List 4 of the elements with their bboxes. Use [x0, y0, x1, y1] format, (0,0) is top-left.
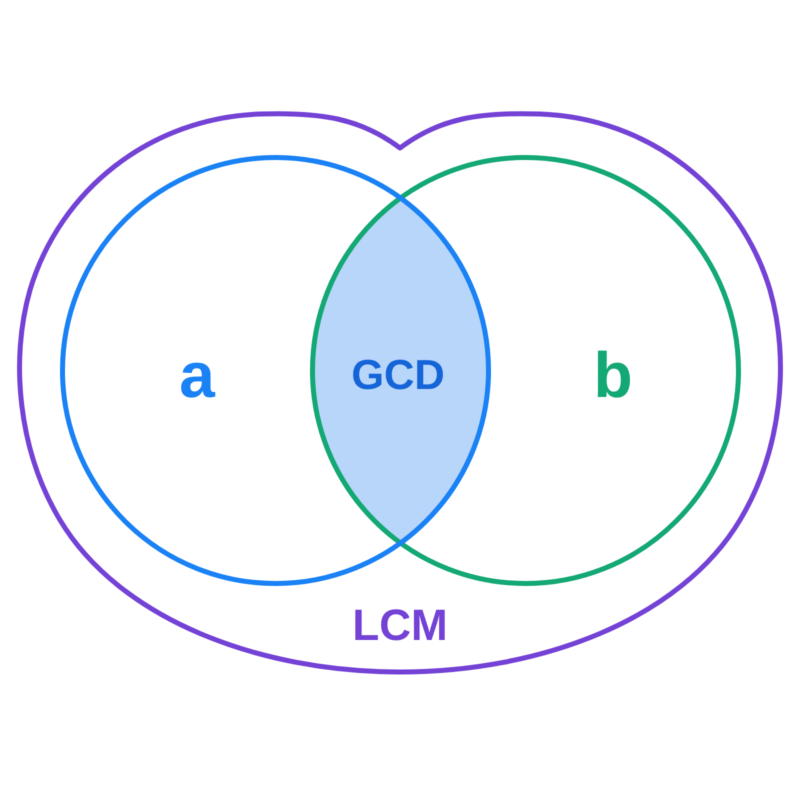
region-label: LCM	[352, 604, 448, 648]
set-label: b	[593, 343, 633, 407]
set-label: a	[179, 343, 215, 407]
region-label: GCD	[351, 354, 445, 396]
